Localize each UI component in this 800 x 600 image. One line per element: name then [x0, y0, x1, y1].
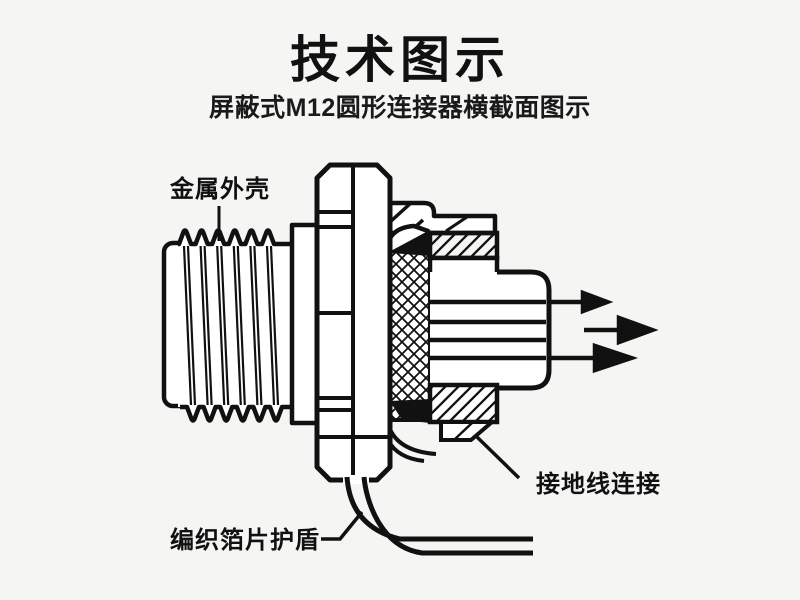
cable-inner-line	[361, 476, 533, 556]
cable	[344, 476, 533, 556]
page-title: 技术图示	[290, 32, 510, 88]
hex-flange	[314, 162, 393, 484]
shield-solder-wedge-bottom	[390, 399, 430, 423]
mesh-shield-band	[384, 223, 432, 423]
ground-trapezoid	[439, 420, 498, 442]
leader-line-braided-shield	[321, 510, 364, 541]
signal-arrows	[549, 289, 659, 374]
arrow-right-icon-3	[549, 342, 639, 374]
arrow-right-icon-1	[549, 289, 614, 315]
signal-wires	[430, 299, 546, 361]
cable-outer-line	[344, 476, 533, 542]
label-metal-housing: 金属外壳	[169, 175, 270, 203]
ground-clamp	[386, 382, 500, 463]
barrel-step-collar	[289, 222, 320, 426]
wire-body	[430, 269, 552, 391]
leader-line-ground-wire	[475, 435, 521, 480]
wire-body-outline	[497, 269, 552, 391]
threaded-barrel	[161, 222, 320, 426]
page-subtitle: 屏蔽式M12圆形连接器横截面图示	[209, 94, 591, 122]
arrow-right-icon-2	[584, 314, 659, 346]
label-ground-wire-connection: 接地线连接	[536, 470, 661, 498]
label-braided-foil-shield: 编织箔片护盾	[170, 526, 320, 554]
thread-crests-bottom	[180, 404, 292, 423]
thread-crests-top	[176, 228, 292, 247]
